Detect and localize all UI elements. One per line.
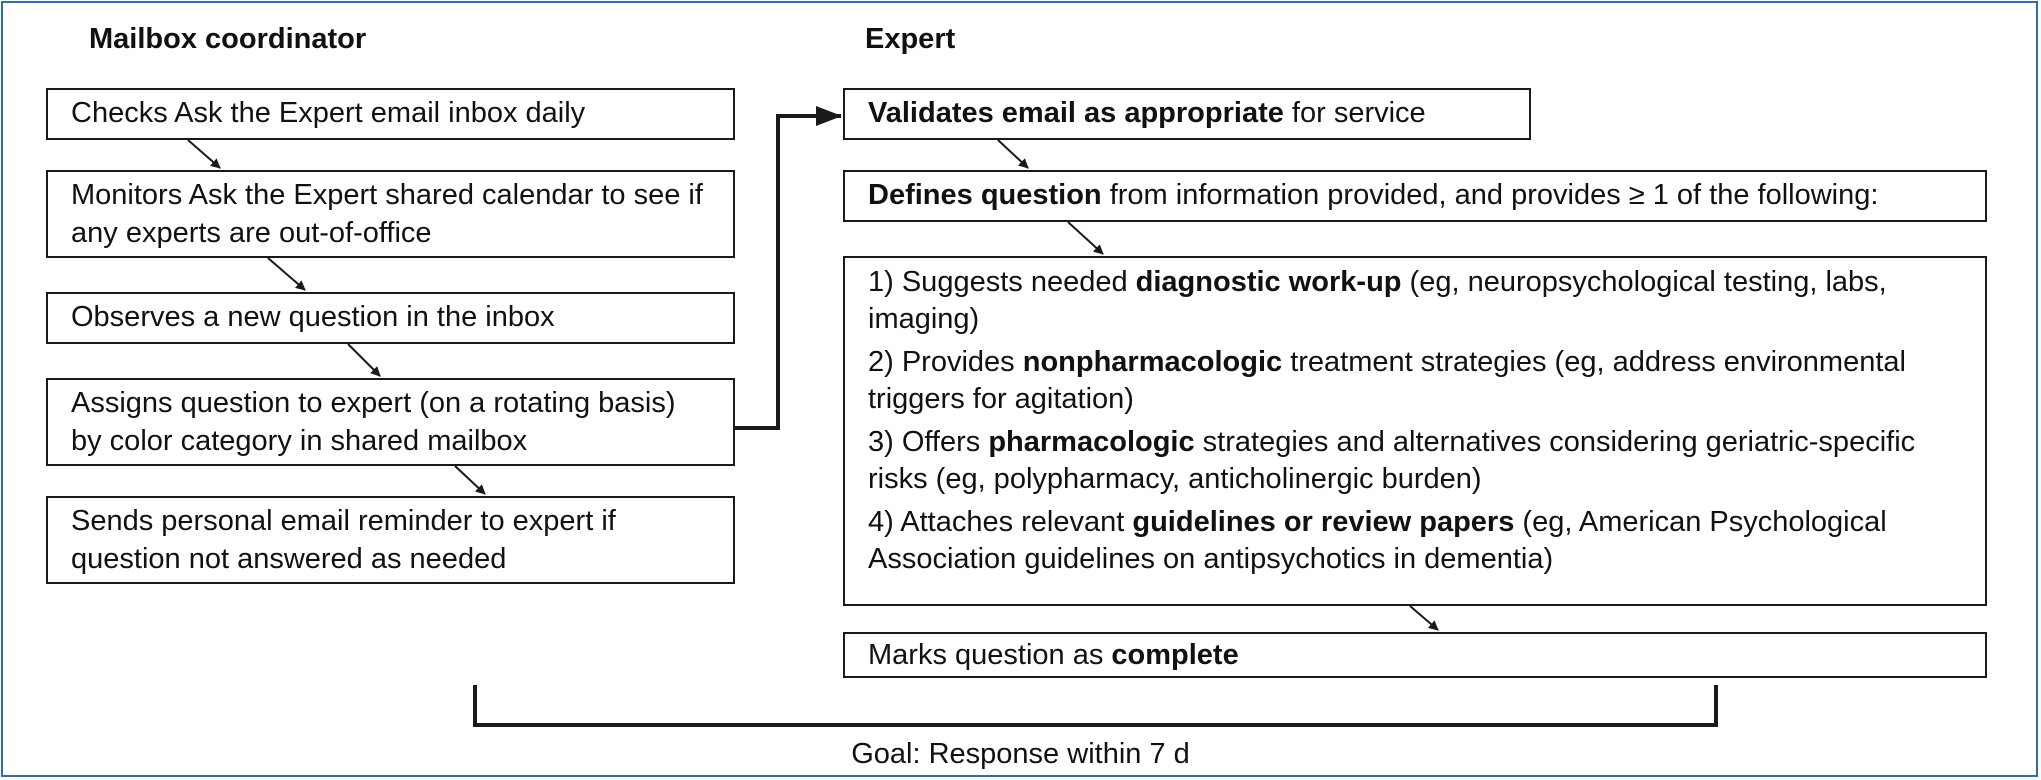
arrow-expert-1-2 <box>997 139 1029 169</box>
expert-step-text: for service <box>1283 97 1426 129</box>
heading-mailbox-coordinator: Mailbox coordinator <box>89 23 367 55</box>
expert-step-mark-complete: Marks question as complete <box>843 632 1987 678</box>
arrow-assign-to-expert <box>735 106 842 430</box>
expert-step-validate-email: Validates email as appropriate for servi… <box>843 88 1531 140</box>
arrow-coordinator-2-3 <box>267 257 306 291</box>
expert-option-nonpharmacologic: 2) Provides nonpharmacologic treatment s… <box>868 346 1906 415</box>
arrow-coordinator-4-5 <box>454 465 486 495</box>
expert-step-bold: complete <box>1111 639 1239 671</box>
coordinator-step-text: Observes a new question in the inbox <box>71 301 555 333</box>
expert-step-define-question: Defines question from information provid… <box>843 170 1987 222</box>
goal-bracket <box>473 685 1718 727</box>
arrow-coordinator-3-4 <box>347 343 381 377</box>
coordinator-step-send-reminder: Sends personal email reminder to expert … <box>46 496 735 584</box>
expert-option-pharmacologic: 3) Offers pharmacologic strategies and a… <box>868 426 1916 495</box>
coordinator-step-text: Assigns question to expert (on a rotatin… <box>71 387 676 457</box>
coordinator-step-assign-question: Assigns question to expert (on a rotatin… <box>46 378 735 466</box>
arrow-expert-2-3 <box>1067 221 1104 255</box>
arrow-coordinator-1-2 <box>187 139 221 169</box>
expert-step-text: from information provided, and provides … <box>1101 179 1879 211</box>
coordinator-step-text: Monitors Ask the Expert shared calendar … <box>71 179 703 249</box>
coordinator-step-text: Sends personal email reminder to expert … <box>71 505 616 575</box>
expert-step-bold: Validates email as appropriate <box>868 97 1284 129</box>
expert-step-bold: Defines question <box>868 179 1102 211</box>
coordinator-step-check-inbox: Checks Ask the Expert email inbox daily <box>46 88 735 140</box>
coordinator-step-monitor-calendar: Monitors Ask the Expert shared calendar … <box>46 170 735 258</box>
expert-option-guidelines: 4) Attaches relevant guidelines or revie… <box>868 506 1887 575</box>
coordinator-step-text: Checks Ask the Expert email inbox daily <box>71 97 586 129</box>
arrow-expert-3-4 <box>1409 605 1439 631</box>
expert-option-diagnostic: 1) Suggests needed diagnostic work-up (e… <box>868 266 1887 335</box>
goal-caption: Goal: Response within 7 d <box>851 738 1190 770</box>
expert-options-box: 1) Suggests needed diagnostic work-up (e… <box>843 256 1987 606</box>
coordinator-step-observe-question: Observes a new question in the inbox <box>46 292 735 344</box>
expert-step-text: Marks question as <box>868 639 1112 671</box>
heading-expert: Expert <box>865 23 956 55</box>
